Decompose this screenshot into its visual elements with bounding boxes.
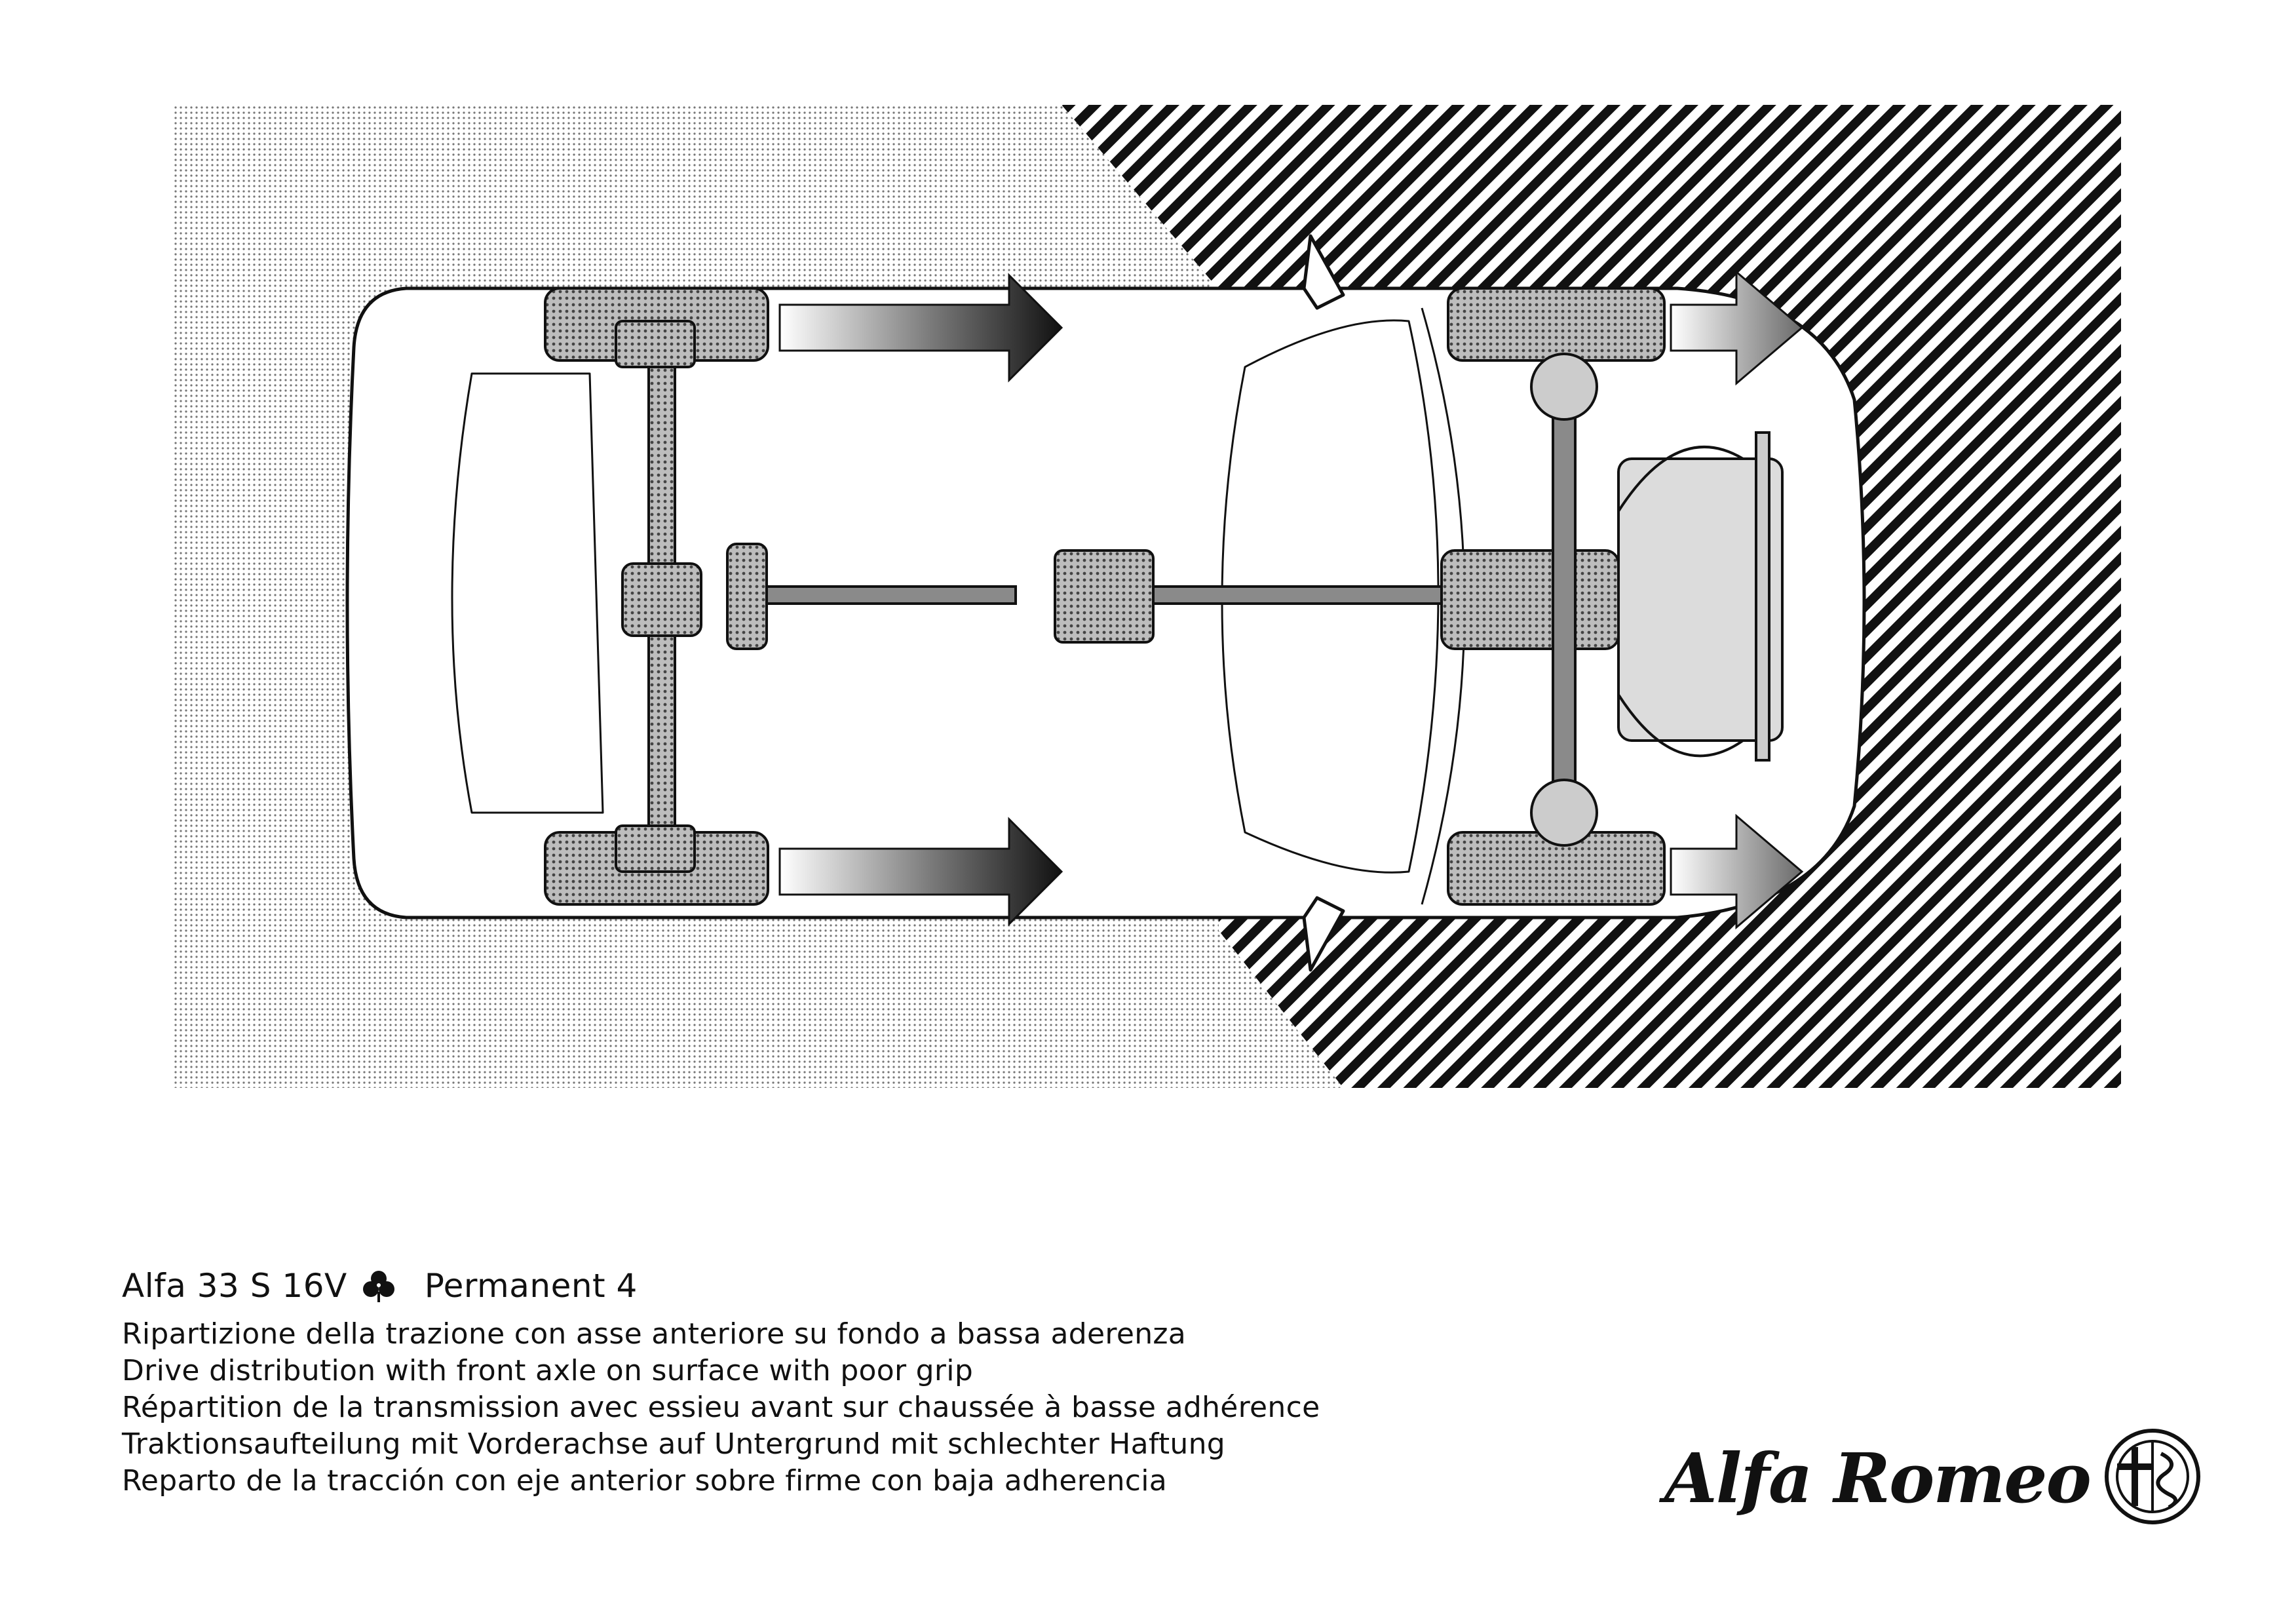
- quadrifoglio-icon: [362, 1271, 394, 1302]
- radiator: [1755, 431, 1770, 762]
- rear-hub-left: [615, 320, 696, 368]
- caption-line-german: Traktionsaufteilung mit Vorderachse auf …: [122, 1427, 1226, 1461]
- rear-hub-right: [615, 824, 696, 873]
- right-mirror: [1302, 896, 1345, 972]
- model-name: Alfa 33 S 16V: [122, 1267, 347, 1305]
- brand-logo: Alfa Romeo: [1664, 1422, 2202, 1534]
- drive-arrows: [778, 269, 1804, 930]
- rear-coupling: [726, 543, 768, 650]
- drivetrain: [615, 320, 1620, 873]
- front-hub-left: [1530, 353, 1598, 421]
- front-driveshaft: [1552, 366, 1577, 827]
- rear-window: [451, 372, 604, 814]
- propshaft-front: [1152, 585, 1443, 605]
- propshaft-rear: [765, 585, 1017, 605]
- caption-line-english: Drive distribution with front axle on su…: [122, 1354, 974, 1387]
- drive-arrow-icon: [778, 273, 1063, 383]
- front-hub-right: [1530, 779, 1598, 847]
- caption-line-italian: Ripartizione della trazione con asse ant…: [122, 1317, 1187, 1351]
- wheel-front-left: [1447, 287, 1666, 362]
- intake-pipes: [1617, 446, 1744, 758]
- alfa-romeo-badge-icon: [2105, 1429, 2200, 1524]
- model-variant: Permanent 4: [424, 1267, 638, 1305]
- model-title: Alfa 33 S 16V Permanent 4: [122, 1266, 1563, 1305]
- caption-line-spanish: Reparto de la tracción con eje anterior …: [122, 1464, 1168, 1498]
- caption-line-french: Répartition de la transmission avec essi…: [122, 1391, 1320, 1424]
- viscous-coupling: [1054, 549, 1155, 644]
- left-mirror: [1302, 234, 1345, 310]
- windscreen: [1221, 319, 1440, 874]
- drivetrain-diagram: [172, 105, 2121, 1088]
- rear-differential: [621, 562, 702, 637]
- brand-wordmark: Alfa Romeo: [1664, 1438, 2092, 1518]
- caption-block: Alfa 33 S 16V Permanent 4 Ripartizione de…: [122, 1266, 1563, 1499]
- engine: [1617, 431, 1784, 762]
- gearbox: [1440, 549, 1620, 650]
- drive-arrow-icon: [1670, 813, 1804, 930]
- drive-arrow-icon: [1670, 269, 1804, 386]
- drive-arrow-icon: [778, 817, 1063, 927]
- engine-block: [1617, 457, 1784, 742]
